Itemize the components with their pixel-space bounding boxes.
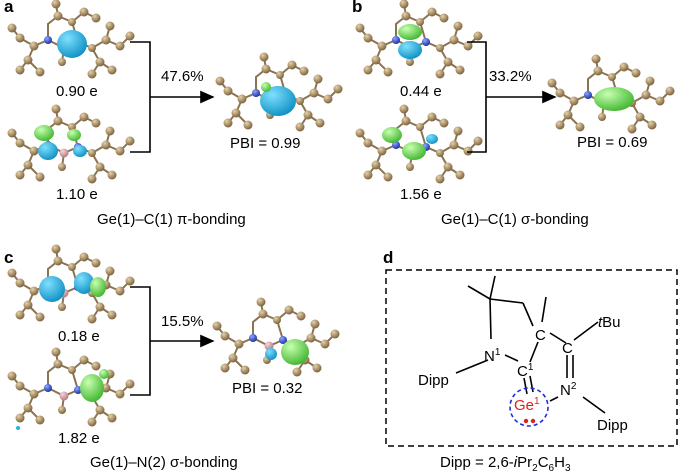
panel-c-bottom-green-lobe [80,374,104,402]
panel-a-percentage: 47.6% [161,68,204,85]
panel-a-result-cyan-lobe [260,86,296,116]
panel-c-molecule-result [211,296,341,378]
panel-a-electrons-bottom: 1.10 e [56,186,98,203]
panel-c-top-green-lobe [90,277,106,297]
panel-c-result-green-lobe [281,339,309,365]
panel-b-top-cyan-lobe [398,41,422,59]
panel-c-top-cyan-lobe-2 [74,272,94,294]
panel-a-molecule-result [214,51,344,133]
c-ring-label: C [535,327,546,344]
panel-c-electrons-top: 0.18 e [58,328,100,345]
panel-c-caption: Ge(1)–N(2) σ-bonding [90,454,238,471]
panel-label-a: a [4,0,14,16]
n2-label: N2 [560,381,577,399]
panel-b-electrons-bottom: 1.56 e [400,186,442,203]
n1-label: N1 [484,347,501,365]
panel-b-bracket [467,41,487,153]
dipp-left-label: Dipp [418,372,449,389]
panel-b-caption: Ge(1)–C(1) σ-bonding [441,211,589,228]
panel-b-percentage: 33.2% [489,68,532,85]
panel-b-bottom-green-lobe [382,127,402,143]
panel-a-top-cyan-lobe [57,30,87,58]
panel-b-electrons-top: 0.44 e [400,83,442,100]
panel-b-molecule-result [546,53,676,135]
panel-a-molecule-bottom [6,103,136,185]
panel-b-molecule-bottom [354,103,484,185]
panel-a-bottom-cyan-lobe [38,142,58,160]
panel-b-pbi: PBI = 0.69 [577,134,648,151]
panel-label-c: c [4,248,14,267]
panel-a-caption: Ge(1)–C(1) π-bonding [97,211,246,228]
dipp-right-label: Dipp [597,417,628,434]
panel-b-molecule-top [354,0,484,80]
ge-label: Ge1 [514,396,540,414]
panel-a-molecule-top [6,0,136,80]
tbu-label: tBu [598,314,621,331]
panel-c-electrons-bottom: 1.82 e [58,430,100,447]
panel-a-bottom-green-lobe [34,125,54,141]
panel-c-top-cyan-lobe-1 [39,276,65,302]
panel-b-top-green-lobe [398,24,422,40]
panel-c-percentage: 15.5% [161,313,204,330]
ge-lone-pair-dot-1 [523,418,529,424]
panel-c-bracket [130,286,151,396]
panel-d-structure [455,275,606,414]
ge-dashed-circle [509,387,549,427]
c-imine-label: C [562,340,573,357]
panel-label-d: d [383,248,394,267]
panel-d-dashed-box [385,269,678,447]
c1-label: C1 [517,362,534,380]
panel-c-molecule-top [6,243,136,325]
panel-b-result-green-lobe [594,87,634,111]
panel-a-electrons-top: 0.90 e [56,83,98,100]
panel-label-b: b [352,0,363,16]
dipp-footnote: Dipp = 2,6-iPr2C6H3 [440,454,571,474]
ge-lone-pair-dot-2 [530,418,536,424]
panel-a-bracket [130,41,151,153]
panel-a-pbi: PBI = 0.99 [230,135,301,152]
panel-c-pbi: PBI = 0.32 [232,380,303,397]
panel-c-molecule-bottom [6,346,136,430]
